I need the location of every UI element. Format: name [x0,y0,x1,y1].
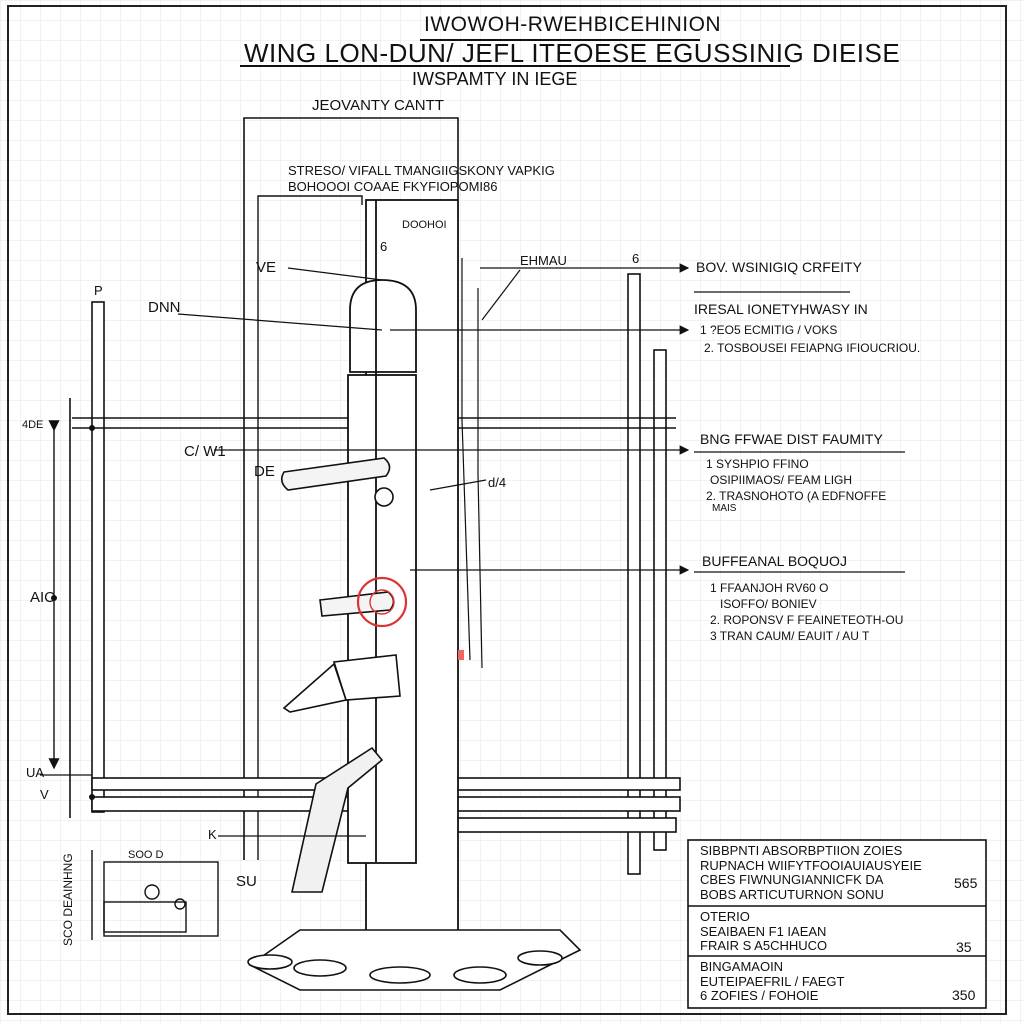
upper-arm [280,457,394,507]
ve-label: VE [256,259,277,276]
table-row-1-text: SIBBPNTI ABSORBPTIION ZOIES RUPNACH WIIF… [700,843,922,902]
top-bracket-label: JEOVANTY CANTT [312,97,444,114]
callout-3-line-3: 2. TRASNOHOTO (A EDFNOFFE [706,489,887,503]
title-line-2: WING LON-DUN/ JEFL ITEOESE EGUSSINIG DIE… [244,38,901,68]
left-v-label: V [40,787,49,802]
callout-4-line-2: ISOFFO/ BONIEV [720,597,817,611]
base-dimension-label: SCO DEAINHNG [61,853,75,946]
title-line-1: IWOWOH-RWEHBICEHINION [424,13,722,36]
table-row-3-text: BINGAMAOIN EUTEIPAEFRIL / FAEGT 6 ZOFIES… [700,959,845,1004]
spec-table [687,839,987,1009]
callout-1-heading: BOV. WSINIGIQ CRFEITY [696,259,862,275]
top-bracket [243,117,459,860]
stress-label-1: STRESO/ VIFALL TMANGIIGSKONY VAPKIG [288,163,555,178]
left-a-label: 4DE [22,419,44,431]
table-row-2-value: 35 [956,939,972,955]
base-top-label: SOO D [128,849,164,861]
lower-leg [282,654,401,893]
dimension-label: DNN [148,299,181,316]
callout-2-heading: IRESAL IONETYHWASY IN [694,301,868,317]
callout-2-line-2: 2. TOSBOUSEI FEIAPNG IFIOUCRIOU. [704,341,921,355]
sheet-border [7,5,1007,1015]
dummy-central-post [347,199,459,961]
callout-3-line-4: MAIS [712,503,737,514]
callout-3-heading: BNG FFWAE DIST FAUMITY [700,431,883,447]
right-frame [627,273,667,875]
callout-4-line-4: 3 TRAN CAUM/ EAUIT / AU T [710,629,870,643]
callout-3-line-2: OSIPIIMAOS/ FEAM LIGH [710,473,853,487]
cl-label: C/ W1 [184,443,226,460]
left-frame [69,301,105,818]
su-label: SU [236,873,257,890]
stress-label-2: BOHOOOI COAAE FKYFIOPOMI86 [288,179,498,194]
title-line-3: IWSPAMTY IN IEGE [412,69,578,89]
ehmau-label: EHMAU [520,253,567,268]
callout-3-line-1: 1 SYSHPIO FFINO [706,457,809,471]
p-marker: P [94,283,103,298]
callout-4-line-1: 1 FFAANJOH RV60 O [710,581,829,595]
de-label: DE [254,463,275,480]
inset-detail [91,850,219,940]
leader-lines [40,263,690,837]
table-row-2-text: OTERIO SEAIBAEN F1 IAEAN FRAIR S A5CHHUC… [700,909,828,954]
k-marker: K [208,827,217,842]
table-row-3-value: 350 [952,987,976,1003]
callout-4-line-3: 2. ROPONSV F FEAINETEOTH-OU [710,613,904,627]
left-ua-label: UA [26,765,45,780]
number-label: 6 [380,239,388,254]
left-aic-label: AIC [30,589,56,606]
stress-leader [257,195,363,860]
upper-dimension-label: DOOHOI [402,219,447,231]
dummy-base [247,929,582,991]
callout-4-heading: BUFFEANAL BOQUOJ [702,553,847,569]
impact-zone [356,576,408,628]
number-label-2: 6 [632,251,640,266]
table-row-1-value: 565 [954,875,978,891]
dn-label: d/4 [488,475,507,490]
callout-2-line-1: 1 ?EO5 ECMITIG / VOKS [700,323,838,337]
